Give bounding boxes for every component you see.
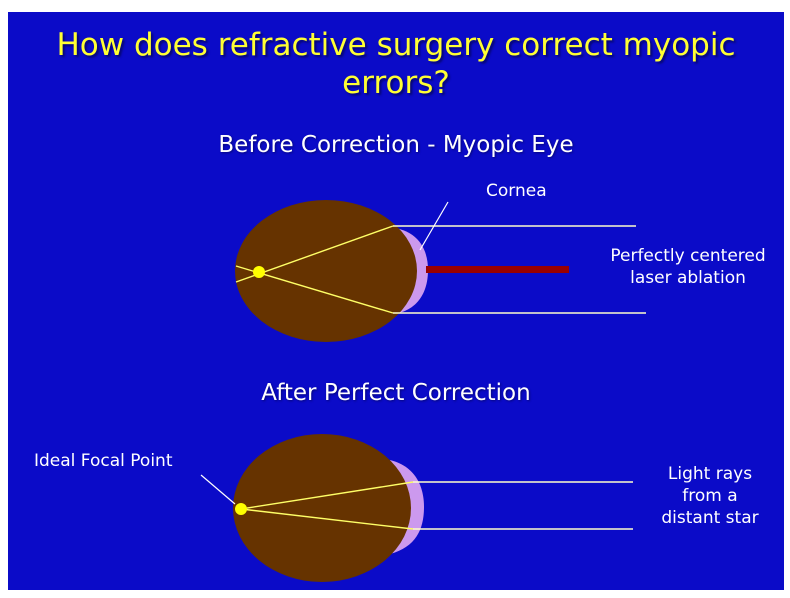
laser-label: Perfectly centered laser ablation [600, 245, 776, 289]
ideal-focal-point [235, 503, 247, 515]
focal-point-pointer [201, 475, 235, 504]
laser-label-line-2: laser ablation [600, 267, 776, 289]
light-rays-line-1: Light rays [640, 463, 780, 485]
laser-beam [426, 266, 569, 273]
laser-label-line-1: Perfectly centered [600, 245, 776, 267]
myopic-focal-point [253, 266, 265, 278]
light-rays-line-2: from a [640, 485, 780, 507]
light-rays-label: Light rays from a distant star [640, 463, 780, 529]
cornea-label: Cornea [486, 180, 547, 202]
myopic-eye-group [235, 200, 646, 342]
light-rays-line-3: distant star [640, 507, 780, 529]
corrected-eye-group [201, 434, 633, 582]
corrected-eye-ball [233, 434, 411, 582]
focal-point-label: Ideal Focal Point [34, 450, 172, 472]
slide: How does refractive surgery correct myop… [8, 12, 784, 590]
